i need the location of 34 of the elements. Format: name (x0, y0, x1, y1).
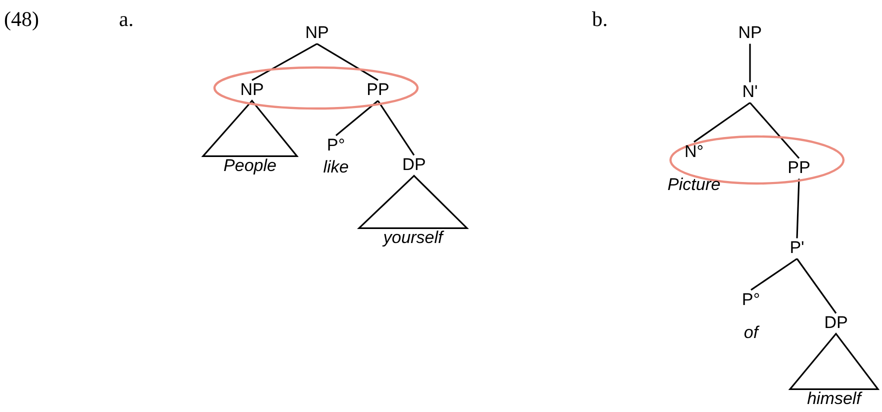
tree-branch (335, 100, 378, 136)
tree-branch (694, 102, 750, 143)
category-label: P° (742, 290, 760, 310)
triangle-branch (357, 174, 469, 230)
word-label: Picture (668, 174, 720, 194)
word-label: yourself (383, 228, 443, 248)
word-label: himself (807, 389, 861, 409)
word-label: of (742, 322, 760, 342)
tree-branch (796, 258, 837, 314)
tree-branch (750, 258, 798, 291)
example-number: (48) (4, 8, 39, 32)
tree-branch (749, 102, 800, 159)
tree-branch (749, 44, 751, 82)
category-label: NP (738, 23, 762, 43)
triangle-branch (201, 100, 299, 158)
category-label: N' (742, 82, 758, 102)
word-label: like (323, 157, 349, 177)
tree-branch (796, 178, 800, 238)
word-label: People (224, 156, 276, 176)
category-label: DP (824, 313, 848, 333)
category-label: N° (683, 142, 705, 162)
tree-branch (377, 100, 415, 156)
category-label: P' (790, 238, 804, 258)
tree-branch (252, 43, 318, 81)
category-label: PP (788, 158, 810, 178)
tree-branch (316, 43, 378, 81)
panel-label: b. (592, 8, 608, 32)
category-label: DP (402, 155, 426, 175)
category-label: P° (326, 135, 346, 155)
category-label: NP (305, 23, 329, 43)
category-label: PP (366, 80, 390, 100)
category-label: NP (240, 80, 264, 100)
panel-label: a. (119, 8, 134, 32)
triangle-branch (788, 332, 880, 390)
